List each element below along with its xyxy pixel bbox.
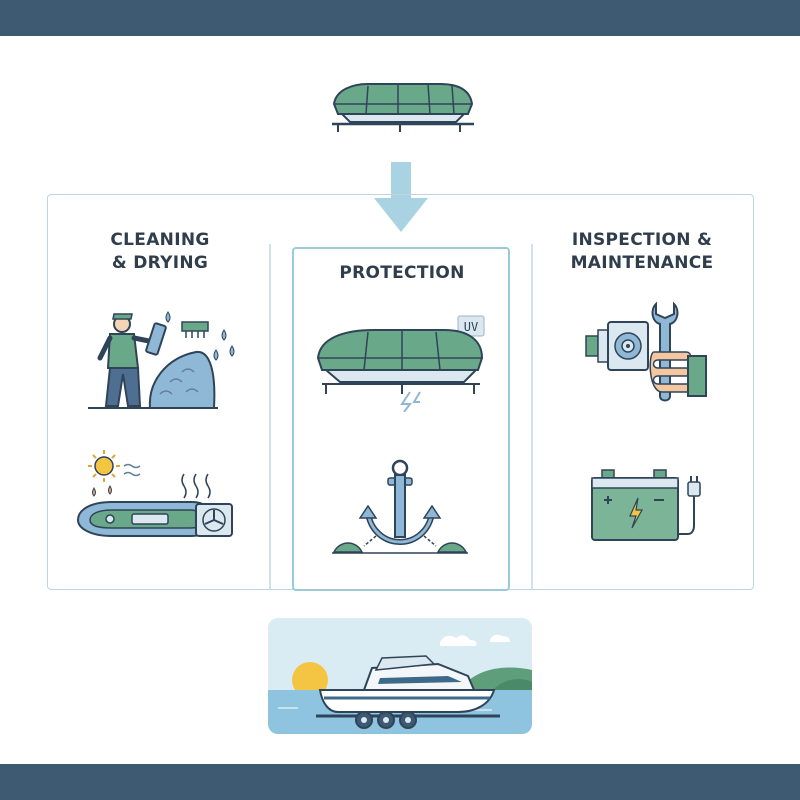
engine-part-icon <box>585 321 649 371</box>
down-arrow-icon <box>374 162 428 232</box>
battery-icon <box>591 469 701 541</box>
person-washing-boat-icon <box>88 311 235 409</box>
inspection-maintenance-heading: INSPECTION & MAINTENANCE <box>570 230 714 273</box>
covered-boat-on-trailer-icon <box>332 83 474 132</box>
protection-panel <box>292 247 510 591</box>
anchor-icon <box>332 459 468 554</box>
left-divider <box>269 244 271 590</box>
boat-on-trailer-lake-scene <box>268 618 532 734</box>
cleaning-drying-heading: CLEANING & DRYING <box>110 230 210 273</box>
boat-cover-icon: UV <box>316 315 485 412</box>
wrench-hand-icon <box>649 301 707 402</box>
bottom-band <box>0 764 800 800</box>
top-band <box>0 0 800 36</box>
boat-drying-fan-icon <box>76 473 233 537</box>
protection-heading: PROTECTION <box>339 263 465 283</box>
uv-badge: UV <box>464 320 478 334</box>
sun-icon <box>88 450 141 497</box>
right-divider <box>531 244 533 590</box>
